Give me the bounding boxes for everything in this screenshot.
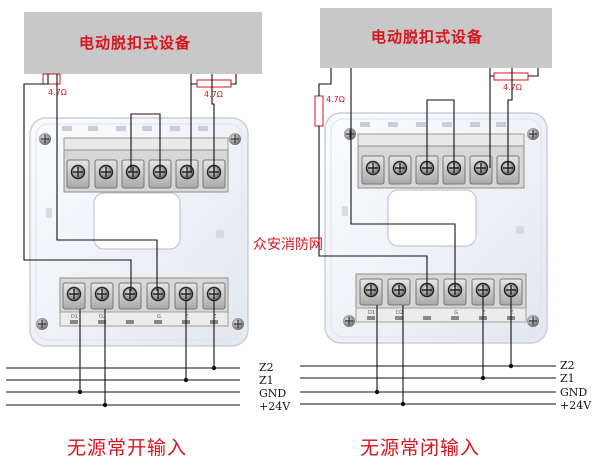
right-resistor-1: [314, 95, 324, 127]
left-bottom-terminal-block: [59, 277, 229, 327]
left-wires: [23, 74, 237, 405]
left-device-label: 电动脱扣式设备: [79, 34, 192, 52]
left-window: [93, 192, 181, 250]
right-bus-label-z1: Z1: [560, 372, 575, 385]
watermark: 众安消防网: [253, 237, 323, 253]
right-resistor-1-label: 4.7Ω: [326, 95, 345, 104]
bus-label-z1: Z1: [259, 374, 274, 387]
right-terminal-mark-4: G: [454, 310, 458, 316]
right-terminal-mark-5: Z: [482, 310, 486, 316]
bus-label-gnd: GND: [259, 387, 287, 400]
right-bus-label-z2: Z2: [560, 359, 575, 372]
left-terminal-mark-5: Z: [185, 314, 189, 320]
left-device-box: [24, 12, 262, 74]
left-module: [23, 12, 262, 405]
right-terminal-mark-2: D2: [396, 310, 404, 316]
left-caption: 无源常开输入: [67, 437, 188, 459]
right-resistor-2: [493, 72, 529, 81]
left-terminal-mark-6: Z: [213, 314, 217, 320]
left-resistor-2: [196, 79, 232, 88]
bus-lines: [6, 365, 556, 406]
left-resistor-1-label: 4.7Ω: [48, 88, 67, 97]
right-wires: [318, 68, 539, 404]
right-terminal-mark-6: Z: [510, 310, 514, 316]
right-terminal-mark-1: D1: [368, 310, 376, 316]
bus-label-z2: Z2: [259, 361, 274, 374]
bus-label-24v: +24V: [259, 400, 291, 413]
left-corner-screws: [36, 133, 244, 330]
left-terminal-mark-4: G: [157, 314, 161, 320]
left-resistor-2-label: 4.7Ω: [204, 90, 223, 99]
left-terminal-mark-1: D1: [71, 314, 79, 320]
left-resistor-1: [42, 73, 61, 85]
right-bus-label-gnd: GND: [560, 386, 588, 399]
right-bus-label-24v: +24V: [560, 399, 592, 412]
right-corner-screws: [343, 128, 539, 327]
right-device-label: 电动脱扣式设备: [371, 28, 484, 46]
left-top-terminal-block: [63, 137, 229, 193]
right-device-box: [320, 8, 552, 68]
left-terminal-mark-2: D2: [99, 314, 107, 320]
bus-junction-dots: [77, 363, 514, 408]
right-caption: 无源常闭输入: [360, 437, 481, 459]
right-bottom-terminal-block: [355, 273, 527, 323]
right-top-terminal-block: [357, 133, 525, 189]
right-resistor-2-label: 4.7Ω: [503, 83, 522, 92]
right-window: [387, 189, 477, 247]
right-module: [314, 8, 552, 404]
